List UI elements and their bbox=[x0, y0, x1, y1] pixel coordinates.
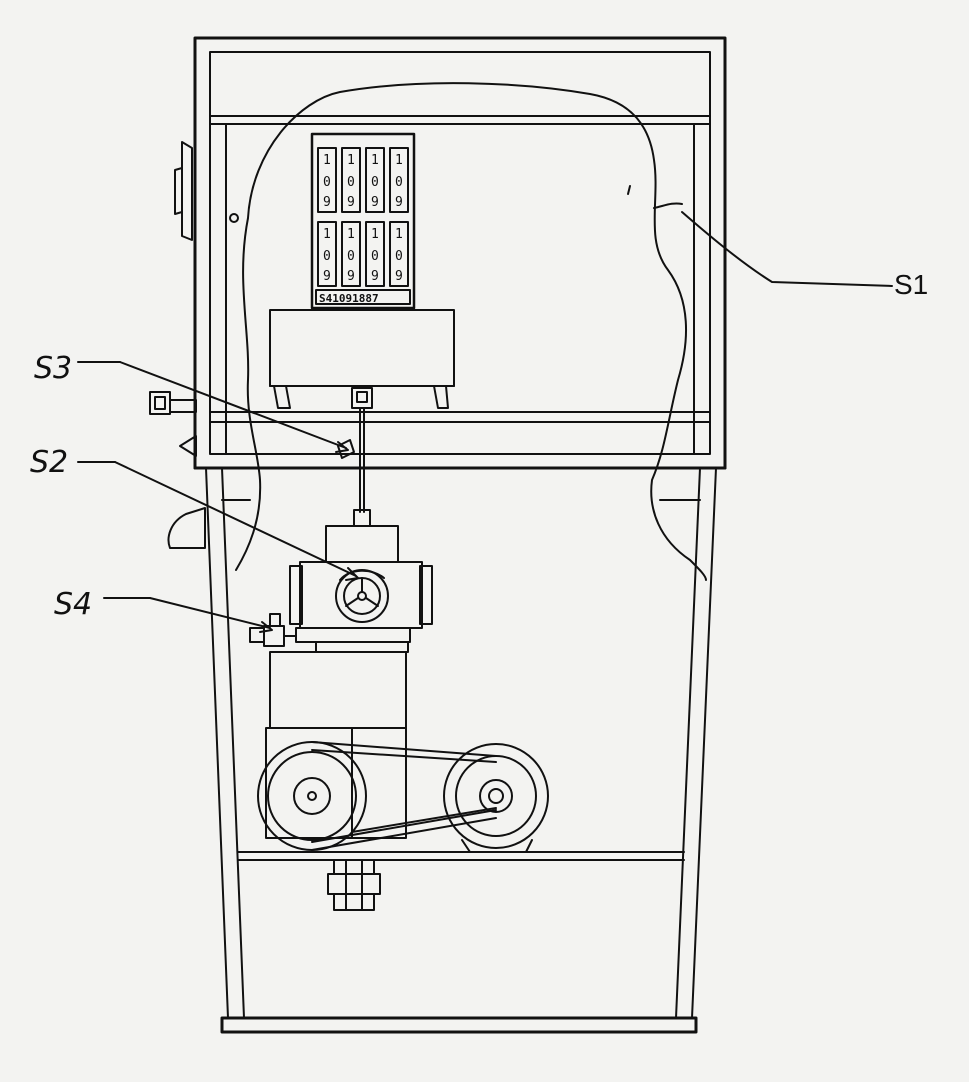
digit: 0 bbox=[347, 175, 355, 190]
digit: 9 bbox=[347, 269, 355, 284]
digit: 1 bbox=[371, 153, 379, 168]
side-bracket bbox=[179, 435, 197, 457]
digit: 9 bbox=[371, 195, 379, 210]
fastener-mark bbox=[627, 185, 631, 195]
leader-s3-arrow bbox=[119, 361, 347, 449]
counter-digits-top: 1 1 1 1 0 0 0 0 9 9 9 9 bbox=[323, 153, 403, 210]
drive-belt bbox=[311, 741, 497, 851]
counter-digits-bottom: 1 1 1 1 0 0 0 0 9 9 9 9 bbox=[323, 227, 403, 284]
digit: 1 bbox=[395, 227, 403, 242]
digit: 0 bbox=[371, 249, 379, 264]
digit: 0 bbox=[395, 175, 403, 190]
control-box bbox=[269, 309, 455, 409]
label-s4: S4 bbox=[54, 587, 92, 622]
motor-block bbox=[265, 651, 407, 839]
side-handle bbox=[174, 141, 193, 241]
digit: 0 bbox=[347, 249, 355, 264]
digit: 0 bbox=[395, 249, 403, 264]
digit: 9 bbox=[395, 269, 403, 284]
upper-cabinet-frame bbox=[193, 36, 727, 470]
leader-s1 bbox=[681, 211, 893, 287]
motor-base bbox=[461, 839, 533, 853]
sensor-s1-mark bbox=[653, 202, 683, 209]
digit: 1 bbox=[323, 227, 331, 242]
counter-display bbox=[310, 132, 416, 310]
large-pulley bbox=[257, 741, 367, 851]
digit: 1 bbox=[395, 153, 403, 168]
digit: 0 bbox=[371, 175, 379, 190]
side-switch-box bbox=[149, 391, 197, 415]
callout-leaders bbox=[77, 202, 893, 633]
meter-assembly bbox=[289, 525, 433, 653]
digit: 9 bbox=[395, 195, 403, 210]
nozzle-holder bbox=[167, 507, 206, 549]
digit: 1 bbox=[371, 227, 379, 242]
label-s2: S2 bbox=[30, 445, 68, 480]
digit: 9 bbox=[371, 269, 379, 284]
digit: 0 bbox=[323, 249, 331, 264]
fastener bbox=[229, 213, 239, 223]
pipe-fittings bbox=[327, 859, 381, 911]
digit: 1 bbox=[347, 227, 355, 242]
label-s3: S3 bbox=[34, 351, 72, 386]
digit: 1 bbox=[347, 153, 355, 168]
digit: 9 bbox=[323, 195, 331, 210]
solenoid-valve bbox=[249, 613, 297, 647]
digit: 9 bbox=[347, 195, 355, 210]
leader-s2-arrow bbox=[114, 461, 357, 577]
counter-serial: S41091887 bbox=[319, 292, 379, 305]
leader-s4-arrow bbox=[149, 597, 271, 629]
cutaway-outline bbox=[235, 82, 707, 581]
digit: 9 bbox=[323, 269, 331, 284]
label-s1: S1 bbox=[894, 269, 928, 300]
digit: 1 bbox=[323, 153, 331, 168]
digit: 0 bbox=[323, 175, 331, 190]
lower-cabinet-frame bbox=[205, 467, 717, 1034]
